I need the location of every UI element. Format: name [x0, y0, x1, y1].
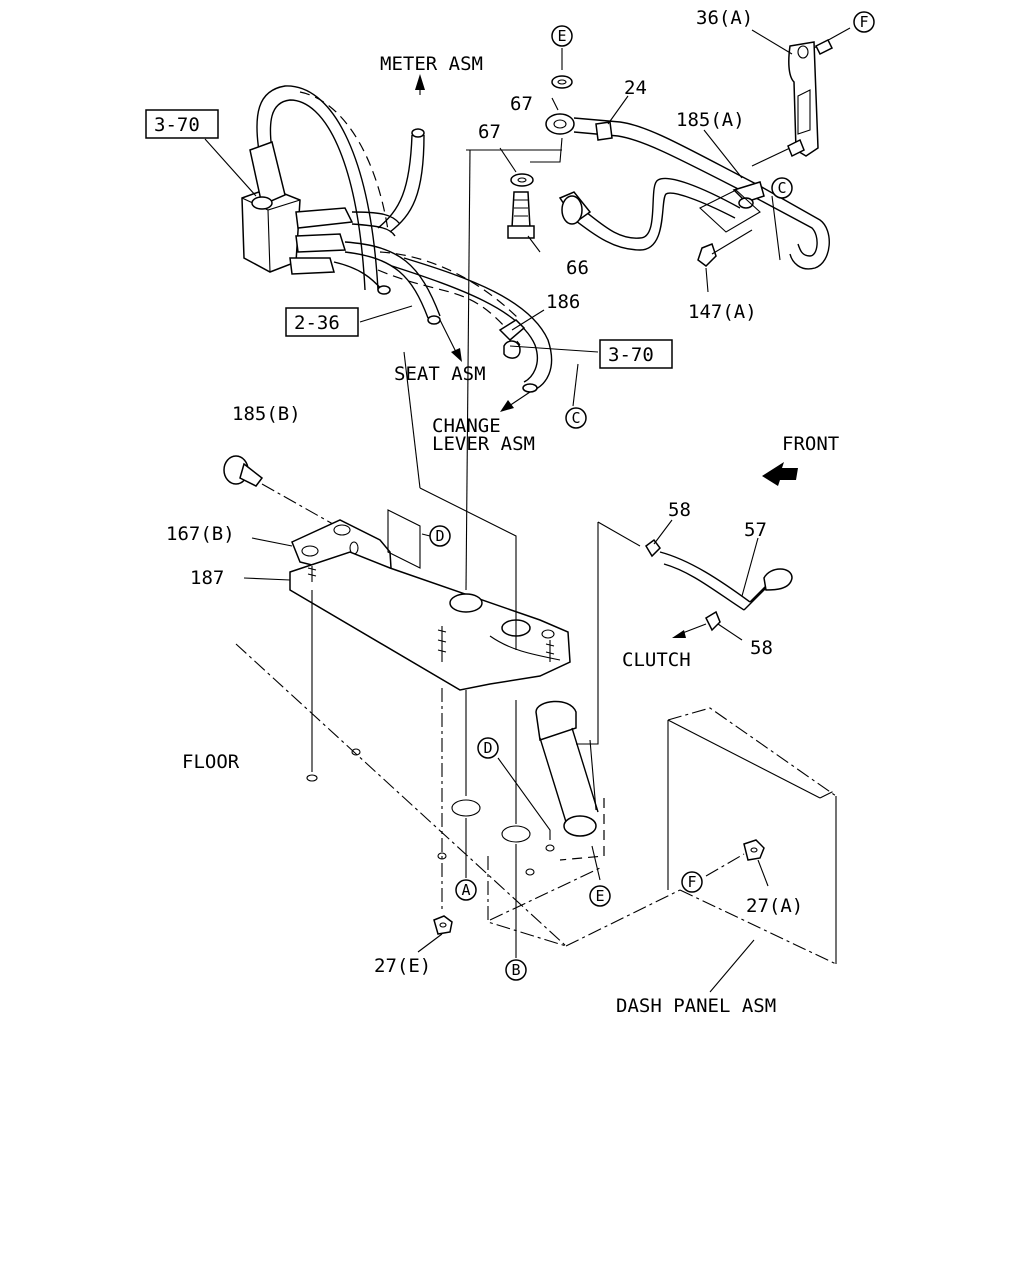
tube-leaders	[465, 29, 793, 591]
part-58-top: 58	[668, 499, 691, 521]
circle-ref-a: A	[461, 881, 470, 899]
part-67-top: 67	[510, 93, 533, 115]
circle-ref-b: B	[511, 961, 520, 979]
circle-ref-d-lower: D	[483, 739, 492, 757]
part-185b: 185(B)	[232, 403, 301, 425]
circle-ref-d-plate: D	[435, 527, 444, 545]
part-27a: 27(A)	[746, 895, 803, 917]
ref-boxes: 3-70 2-36 3-70	[145, 109, 673, 369]
label-change-lever-2: LEVER ASM	[432, 433, 535, 455]
part-147a: 147(A)	[688, 301, 757, 323]
circle-ref-c-right: C	[777, 179, 786, 197]
label-clutch: CLUTCH	[622, 649, 691, 671]
part-numbers: 36(A) 24 67 67 185(A) 66 147(A) 186 185(…	[166, 7, 803, 977]
ref-2-36: 2-36	[294, 312, 340, 334]
plate-leaders	[243, 351, 517, 650]
circle-ref-f-top: F	[859, 13, 868, 31]
label-seat-asm: SEAT ASM	[394, 363, 486, 385]
part-186: 186	[546, 291, 580, 313]
circle-ref-f-lower: F	[687, 873, 696, 891]
part-185a: 185(A)	[676, 109, 745, 131]
ref-3-70-top: 3-70	[154, 114, 200, 136]
harness-leaders	[204, 74, 599, 412]
cable-harness	[241, 85, 553, 393]
label-dash-panel-asm: DASH PANEL ASM	[616, 995, 776, 1017]
label-change-lever-1: CHANGE	[432, 415, 501, 437]
part-27e: 27(E)	[374, 955, 431, 977]
part-187: 187	[190, 567, 224, 589]
part-167b: 167(B)	[166, 523, 235, 545]
circle-ref-c-mid: C	[571, 409, 580, 427]
part-66: 66	[566, 257, 589, 279]
ref-3-70-mid: 3-70	[608, 344, 654, 366]
mounting-plate	[223, 455, 571, 691]
floor-dash-lines	[235, 521, 837, 993]
circle-ref-e-top: E	[557, 27, 566, 45]
clutch-hose	[645, 462, 798, 641]
part-58-bottom: 58	[750, 637, 773, 659]
part-67-mid: 67	[478, 121, 501, 143]
assembly-labels: METER ASM SEAT ASM CHANGE LEVER ASM FRON…	[182, 53, 839, 1017]
label-floor: FLOOR	[182, 751, 240, 773]
label-meter-asm: METER ASM	[380, 53, 483, 75]
label-front: FRONT	[782, 433, 839, 455]
circle-refs: E F C C D D A B E F	[429, 11, 875, 981]
part-36a: 36(A)	[696, 7, 753, 29]
part-57: 57	[744, 519, 767, 541]
part-24: 24	[624, 77, 647, 99]
tube-assembly	[507, 27, 851, 270]
circle-ref-e-lower: E	[595, 887, 604, 905]
